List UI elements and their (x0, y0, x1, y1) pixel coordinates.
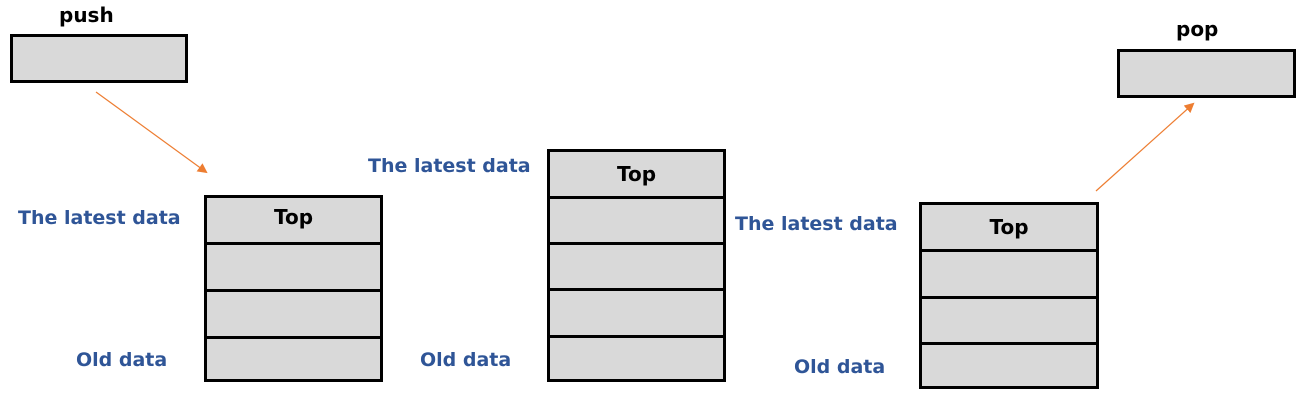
stack2-cell (550, 245, 723, 291)
stack3-cell (922, 345, 1096, 386)
stack1-cell (207, 339, 380, 379)
stack3-top-cell: Top (922, 205, 1096, 252)
stack-1: Top (204, 195, 383, 382)
stack1-top-cell: Top (207, 198, 380, 245)
pop-element-box (1117, 49, 1296, 98)
stack1-old-label: Old data (76, 349, 168, 371)
stack2-cell (550, 199, 723, 245)
stack2-top-cell: Top (550, 152, 723, 199)
stack2-cell (550, 338, 723, 379)
stack3-old-label: Old data (794, 356, 886, 378)
stack2-latest-label: The latest data (368, 155, 531, 177)
push-label: push (59, 3, 114, 27)
stack3-latest-label: The latest data (735, 213, 898, 235)
push-element-box (10, 34, 188, 83)
stack-3: Top (919, 202, 1099, 389)
pop-label: pop (1176, 17, 1219, 41)
stack1-latest-label: The latest data (18, 207, 181, 229)
stack2-old-label: Old data (420, 349, 512, 371)
stack-2: Top (547, 149, 726, 382)
stack3-cell (922, 299, 1096, 345)
stack3-cell (922, 252, 1096, 299)
pop-arrow (1095, 102, 1195, 192)
stack1-cell (207, 292, 380, 339)
stack2-cell (550, 291, 723, 338)
push-arrow (95, 91, 208, 174)
stack1-cell (207, 245, 380, 292)
